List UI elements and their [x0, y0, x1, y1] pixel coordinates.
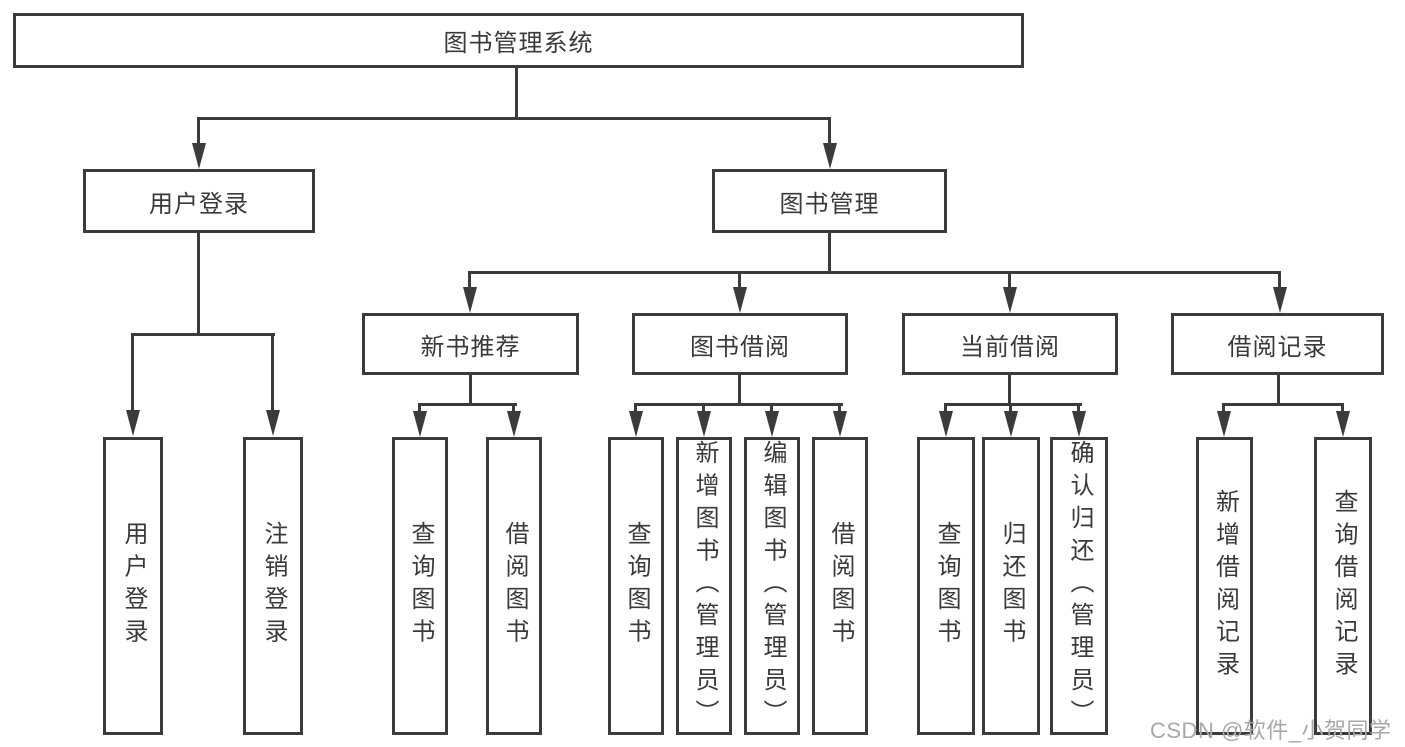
leaf-user-login: 用户登录: [103, 437, 163, 735]
connector-drop: [1009, 403, 1012, 413]
connector-drop: [1077, 403, 1080, 413]
node-user-login-label: 用户登录: [149, 190, 249, 218]
leaf-current-return: 归还图书: [982, 437, 1040, 735]
connector-drop: [1222, 403, 1225, 413]
watermark: CSDN @软件_小贺同学: [1150, 718, 1392, 743]
leaf-current-confirm-admin-label: 确认归还（管理员）: [1066, 440, 1093, 732]
connector-drop-borrow-record: [1278, 271, 1281, 288]
leaf-current-query: 查询图书: [917, 437, 975, 735]
connector-drop: [702, 403, 705, 413]
connector-book-management-stem: [828, 232, 831, 274]
arrow-down-icon: [266, 410, 280, 436]
connector-drop: [634, 403, 637, 413]
connector-level2-bus: [197, 117, 831, 120]
leaf-borrow-add-admin-label: 新增图书（管理员）: [691, 440, 718, 732]
connector-currentborrow-bus: [944, 403, 1082, 406]
arrow-down-icon: [126, 410, 140, 436]
node-borrow-record: 借阅记录: [1171, 313, 1384, 375]
connector-newbook-bus: [418, 403, 517, 406]
arrow-down-icon: [1003, 287, 1017, 313]
connector-level3-bus: [468, 271, 1281, 274]
connector-drop-book-management: [828, 117, 831, 145]
connector-drop: [418, 403, 421, 413]
arrow-down-icon: [939, 411, 953, 437]
arrow-down-icon: [507, 411, 521, 437]
leaf-borrow-edit-admin: 编辑图书（管理员）: [744, 437, 800, 735]
leaf-record-add-label: 新增借阅记录: [1211, 488, 1239, 684]
node-borrow-record-label: 借阅记录: [1227, 333, 1328, 361]
leaf-current-return-label: 归还图书: [998, 521, 1025, 651]
connector-drop: [512, 403, 515, 413]
leaf-borrow-edit-admin-label: 编辑图书（管理员）: [759, 440, 786, 732]
connector-root-stem: [515, 67, 518, 120]
leaf-newbook-borrow-label: 借阅图书: [501, 521, 528, 651]
arrow-down-icon: [1273, 287, 1287, 313]
leaf-borrow-add-admin: 新增图书（管理员）: [676, 437, 732, 735]
arrow-down-icon: [1072, 411, 1086, 437]
node-current-borrow: 当前借阅: [902, 313, 1118, 375]
node-new-book-recommend: 新书推荐: [362, 313, 579, 375]
connector-drop: [838, 403, 841, 413]
arrow-down-icon: [413, 411, 427, 437]
connector-drop-new-book: [468, 271, 471, 288]
leaf-borrow-query-label: 查询图书: [623, 521, 650, 651]
connector-drop: [944, 403, 947, 413]
leaf-record-query: 查询借阅记录: [1314, 437, 1372, 735]
connector-user-login-stem: [197, 232, 200, 336]
arrow-down-icon: [823, 143, 837, 169]
leaf-borrow-query: 查询图书: [608, 437, 664, 735]
connector-currentborrow-stem: [1008, 374, 1011, 406]
connector-borrowrecord-bus: [1222, 403, 1344, 406]
arrow-down-icon: [1336, 411, 1350, 437]
connector-drop: [1341, 403, 1344, 413]
leaf-newbook-query-label: 查询图书: [407, 521, 434, 651]
node-current-borrow-label: 当前借阅: [960, 333, 1060, 361]
connector-bookborrow-bus: [634, 403, 843, 406]
connector-drop-leaf-user-login: [131, 333, 134, 411]
connector-drop-leaf-logout: [271, 333, 274, 411]
arrow-down-icon: [765, 411, 779, 437]
node-book-management-label: 图书管理: [779, 190, 880, 218]
arrow-down-icon: [833, 411, 847, 437]
node-book-management: 图书管理: [712, 169, 947, 233]
leaf-record-add: 新增借阅记录: [1196, 437, 1253, 735]
node-root-label: 图书管理系统: [443, 30, 594, 57]
leaf-current-query-label: 查询图书: [933, 521, 960, 651]
arrow-down-icon: [1004, 411, 1018, 437]
connector-drop-user-login: [197, 117, 200, 145]
arrow-down-icon: [629, 411, 643, 437]
arrow-down-icon: [1217, 411, 1231, 437]
connector-newbook-stem: [469, 374, 472, 406]
arrow-down-icon: [733, 287, 747, 313]
node-new-book-recommend-label: 新书推荐: [420, 333, 521, 361]
arrow-down-icon: [192, 143, 206, 169]
connector-drop: [770, 403, 773, 413]
connector-drop-book-borrow: [738, 271, 741, 288]
leaf-current-confirm-admin: 确认归还（管理员）: [1050, 437, 1108, 735]
node-user-login: 用户登录: [83, 169, 315, 233]
connector-drop-current-borrow: [1008, 271, 1011, 288]
leaf-user-login-label: 用户登录: [120, 521, 147, 651]
leaf-logout-login-label: 注销登录: [260, 521, 287, 651]
connector-user-login-bus: [131, 333, 275, 336]
connector-borrowrecord-stem: [1277, 374, 1280, 406]
leaf-newbook-query: 查询图书: [392, 437, 448, 735]
leaf-record-query-label: 查询借阅记录: [1330, 488, 1357, 684]
node-root-system: 图书管理系统: [13, 13, 1024, 68]
connector-bookborrow-stem: [738, 374, 741, 406]
leaf-borrow-borrow-label: 借阅图书: [827, 521, 854, 651]
leaf-newbook-borrow: 借阅图书: [486, 437, 542, 735]
arrow-down-icon: [463, 287, 477, 313]
node-book-borrow-label: 图书借阅: [690, 333, 790, 361]
leaf-borrow-borrow: 借阅图书: [812, 437, 868, 735]
arrow-down-icon: [697, 411, 711, 437]
leaf-logout-login: 注销登录: [243, 437, 303, 735]
node-book-borrow: 图书借阅: [632, 313, 848, 375]
